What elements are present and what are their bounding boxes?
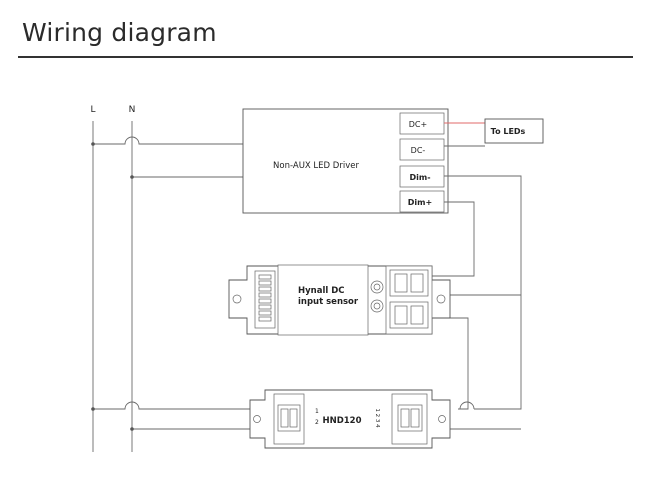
dim-plus-wire bbox=[432, 201, 475, 277]
sensor-screw bbox=[410, 305, 424, 325]
page-title: Wiring diagram bbox=[22, 18, 217, 47]
sensor-label-line1: Hynall DC bbox=[298, 286, 345, 296]
to-leds-label: To LEDs bbox=[491, 127, 526, 136]
hnd-left-screw bbox=[289, 408, 298, 428]
junction-dot bbox=[91, 407, 95, 411]
terminal-dc-plus-label: DC+ bbox=[409, 120, 427, 129]
terminal-dc-minus-label: DC- bbox=[411, 146, 426, 155]
hnd-mount-hole bbox=[253, 415, 261, 423]
sensor-dip-switch-slots bbox=[258, 274, 272, 322]
sensor-knob-center bbox=[373, 302, 381, 310]
to-leds-box bbox=[484, 118, 544, 144]
wire-hop bbox=[459, 401, 475, 410]
line-N-label: N bbox=[129, 105, 136, 115]
hnd-label: HND120 bbox=[322, 416, 361, 426]
sensor-to-hnd-wire bbox=[432, 317, 490, 410]
junction-dot bbox=[130, 175, 134, 179]
hnd-mount-hole bbox=[438, 415, 446, 423]
terminal-dim-minus bbox=[399, 165, 445, 188]
terminal-dim-plus bbox=[399, 190, 445, 213]
terminal-dc-minus bbox=[399, 138, 445, 161]
hnd-right-pins: 1 2 3 4 bbox=[374, 408, 380, 428]
sensor-screw bbox=[394, 305, 408, 325]
sensor-center-panel bbox=[277, 264, 369, 336]
line-L-label: L bbox=[90, 105, 95, 115]
sensor-mount-hole bbox=[436, 294, 446, 304]
sensor-label-line2: input sensor bbox=[298, 297, 359, 307]
sensor-screw bbox=[394, 273, 408, 293]
hnd-left-pin-2: 2 bbox=[315, 419, 319, 426]
sensor-knob-center bbox=[373, 283, 381, 291]
title-divider bbox=[18, 56, 633, 58]
hnd-left-pin-1: 1 bbox=[315, 408, 319, 415]
sensor-screw bbox=[410, 273, 424, 293]
dim-minus-wire bbox=[444, 175, 522, 410]
terminal-dim-minus-label: Dim- bbox=[409, 173, 430, 182]
junction-dot bbox=[91, 142, 95, 146]
hnd-left-screw bbox=[280, 408, 289, 428]
hnd-right-screw bbox=[400, 408, 410, 428]
live-to-hnd-wire bbox=[93, 401, 250, 410]
live-to-driver-wire bbox=[93, 136, 243, 145]
hnd-right-screw bbox=[410, 408, 420, 428]
driver-label: Non-AUX LED Driver bbox=[273, 161, 359, 171]
terminal-dim-plus-label: Dim+ bbox=[408, 198, 432, 207]
junction-dot bbox=[130, 427, 134, 431]
sensor-mount-hole bbox=[232, 294, 242, 304]
